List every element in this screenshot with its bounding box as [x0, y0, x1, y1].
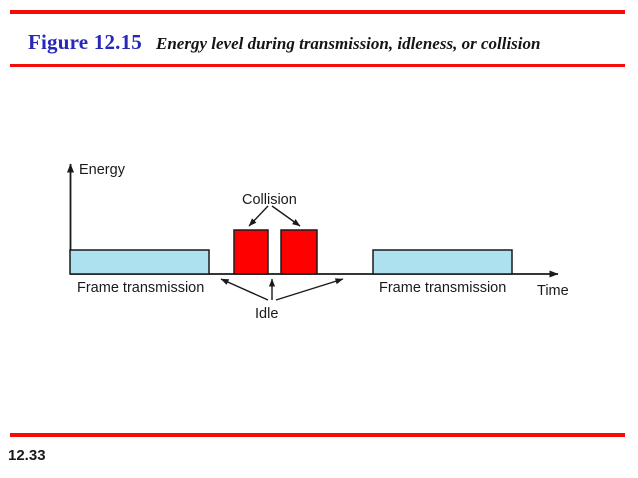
collision-burst-1	[233, 229, 269, 275]
heading-underline-rule	[10, 64, 625, 67]
idle-callout-label: Idle	[255, 306, 278, 322]
page-number: 12.33	[8, 447, 46, 464]
frame-transmission-label-2: Frame transmission	[379, 280, 506, 296]
energy-timeline-diagram: Energy Time Collision Idle Frame transmi…	[0, 140, 638, 340]
collision-burst-2	[280, 229, 318, 275]
frame-transmission-label-1: Frame transmission	[77, 280, 204, 296]
bottom-accent-rule	[10, 433, 625, 437]
idle-arrow-right	[275, 278, 344, 301]
time-axis-label: Time	[537, 283, 569, 299]
collision-arrow-left	[248, 205, 269, 227]
top-accent-rule	[10, 10, 625, 14]
figure-caption: Energy level during transmission, idlene…	[156, 34, 541, 53]
figure-heading: Figure 12.15 Energy level during transmi…	[28, 30, 540, 58]
idle-arrow-left	[220, 278, 269, 301]
collision-arrow-right	[271, 205, 301, 227]
frame-transmission-block-2	[372, 249, 513, 275]
collision-callout-label: Collision	[242, 192, 297, 208]
figure-number: Figure 12.15	[28, 30, 143, 54]
frame-transmission-block-1	[69, 249, 210, 275]
energy-axis-label: Energy	[79, 162, 126, 178]
